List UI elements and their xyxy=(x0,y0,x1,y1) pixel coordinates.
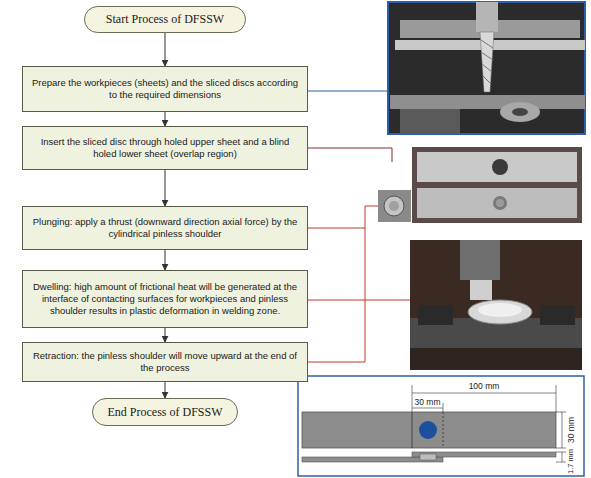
process-box: Prepare the workpieces (sheets) and the … xyxy=(22,66,308,112)
terminal-pill: Start Process of DFSSW xyxy=(84,6,246,33)
process-box: Insert the sliced disc through holed upp… xyxy=(22,126,308,170)
drilling-photo xyxy=(388,2,585,134)
flow-arrow xyxy=(165,382,166,398)
process-box: Dwelling: high amount of frictional heat… xyxy=(22,270,308,328)
node-text: Retraction: the pinless shoulder will mo… xyxy=(31,350,299,374)
leader-lines xyxy=(308,91,410,362)
specimen-drawing xyxy=(298,376,584,476)
flow-arrow xyxy=(165,328,166,342)
dimension-label: 100 mm xyxy=(468,381,501,391)
node-text: Start Process of DFSSW xyxy=(106,12,224,27)
disc-photo xyxy=(378,190,411,222)
flow-arrow xyxy=(165,170,166,206)
terminal-pill: End Process of DFSSW xyxy=(92,398,238,426)
dimension-label: 30 mm xyxy=(566,416,576,444)
flow-arrow xyxy=(165,112,166,126)
node-text: Insert the sliced disc through holed upp… xyxy=(31,136,299,160)
dimension-label: 1.7 mm xyxy=(566,447,575,474)
flow-arrow xyxy=(165,250,166,270)
sheets-photo xyxy=(412,147,582,223)
node-text: Dwelling: high amount of frictional heat… xyxy=(31,281,299,317)
welding-photo xyxy=(410,240,582,370)
dimension-label: 30 mm xyxy=(414,397,442,407)
node-text: Plunging: apply a thrust (downward direc… xyxy=(31,216,299,240)
node-text: Prepare the workpieces (sheets) and the … xyxy=(31,77,299,101)
process-box: Retraction: the pinless shoulder will mo… xyxy=(22,342,308,382)
process-box: Plunging: apply a thrust (downward direc… xyxy=(22,206,308,250)
flow-arrow xyxy=(165,33,166,66)
node-text: End Process of DFSSW xyxy=(107,405,222,420)
